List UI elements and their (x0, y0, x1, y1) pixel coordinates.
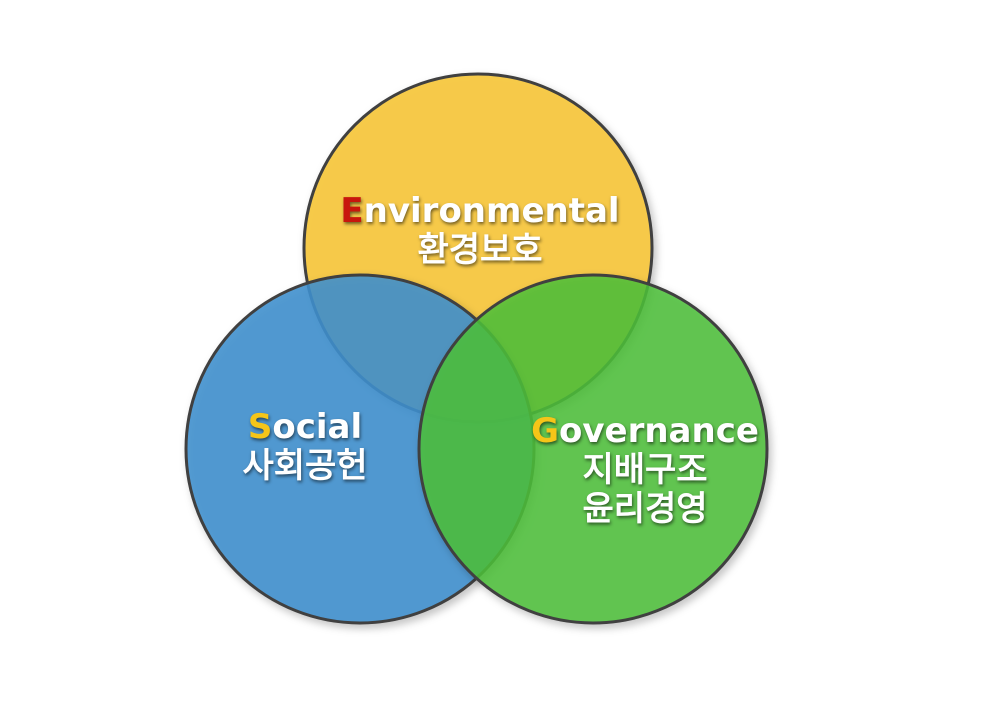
social-initial: S (247, 407, 273, 447)
environmental-title-rest: nvironmental (363, 191, 620, 231)
governance-korean-line1: 지배구조 (582, 450, 708, 491)
governance-initial: G (531, 411, 559, 451)
environmental-title: Environmental (340, 191, 620, 231)
environmental-korean: 환경보호 (417, 230, 543, 271)
environmental-label: Environmental 환경보호 (340, 191, 620, 271)
environmental-initial: E (340, 191, 364, 231)
social-label: Social 사회공헌 (220, 407, 390, 487)
governance-title-rest: overnance (559, 411, 759, 451)
social-title-rest: ocial (272, 407, 363, 447)
governance-korean-line2: 윤리경영 (582, 489, 708, 530)
social-title: Social (220, 407, 390, 447)
governance-label: Governance 지배구조 윤리경영 (525, 411, 765, 530)
social-korean: 사회공헌 (242, 446, 368, 487)
governance-circle (417, 273, 769, 625)
governance-title: Governance (525, 411, 765, 451)
